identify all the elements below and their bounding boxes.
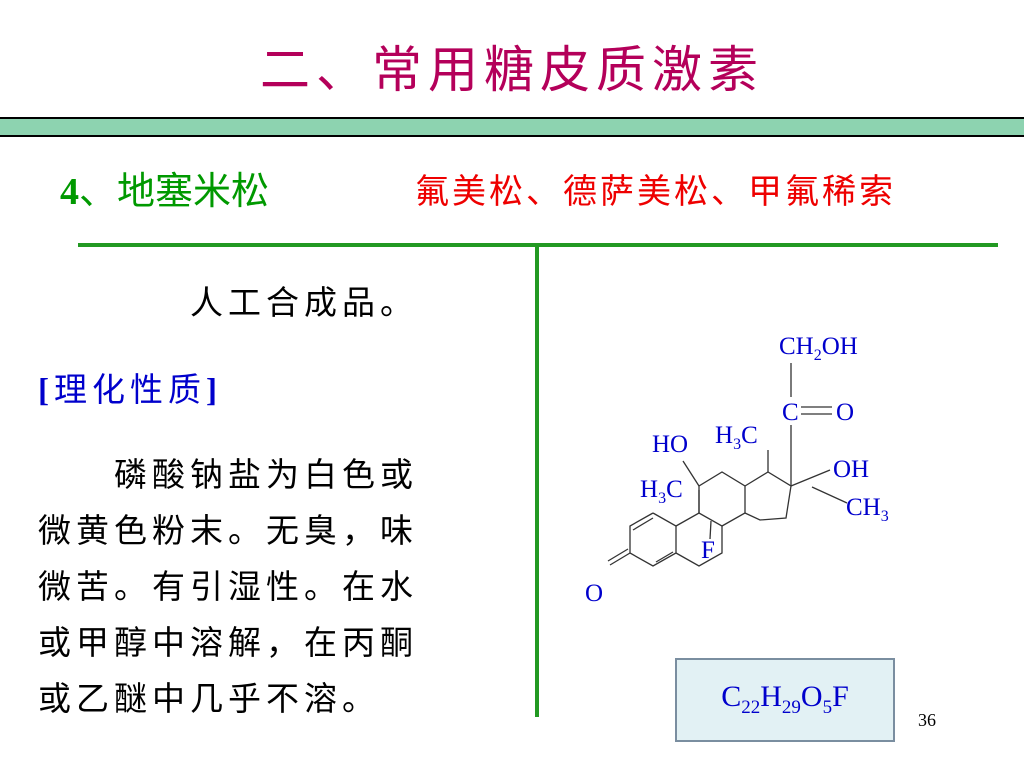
molecular-formula: C22H29O5F xyxy=(721,680,849,718)
ring-a xyxy=(629,512,677,567)
label-ch3: CH3 xyxy=(846,494,889,525)
intro-text: 人工合成品。 xyxy=(190,283,418,322)
title-divider-band xyxy=(0,117,1024,137)
ring-a-double-bond xyxy=(632,517,654,531)
label-h3c-lower: H3C xyxy=(640,476,683,507)
label-f: F xyxy=(701,537,715,564)
section-heading: [理化性质] xyxy=(38,362,222,419)
label-ho: HO xyxy=(652,431,688,458)
horizontal-rule xyxy=(78,243,998,247)
label-h3c-upper: H3C xyxy=(715,422,758,453)
fluoro-bond xyxy=(709,520,712,540)
ketone-bond xyxy=(609,552,631,566)
description-line: 微苦。有引湿性。在水 xyxy=(38,567,418,606)
label-ketone-o: O xyxy=(836,399,854,426)
structure-labels: CH2OH C O HO H3C OH H3C CH3 F O xyxy=(585,333,889,607)
molecular-formula-box: C22H29O5F xyxy=(675,658,895,742)
description-paragraph: 磷酸钠盐为白色或 微黄色粉末。无臭，味 微苦。有引湿性。在水 或甲醇中溶解，在丙… xyxy=(38,447,508,727)
slide-title: 二、常用糖皮质激素 xyxy=(0,30,1024,102)
label-o-ring: O xyxy=(585,580,603,607)
oh-bond-c17 xyxy=(790,469,831,487)
methyl-bond-c16 xyxy=(811,486,848,504)
heading-close-bracket: ] xyxy=(206,373,222,409)
heading-open-bracket: [ xyxy=(38,373,54,409)
description-line: 微黄色粉末。无臭，味 xyxy=(38,511,418,550)
ring-d xyxy=(744,471,792,521)
label-carbonyl-c: C xyxy=(782,399,799,426)
ring-b xyxy=(675,512,723,567)
label-ch2oh: CH2OH xyxy=(779,333,858,364)
heading-text: 理化性质 xyxy=(54,370,206,409)
ketone-bond xyxy=(607,548,629,562)
vertical-rule xyxy=(535,247,539,717)
chemical-structure: CH2OH C O HO H3C OH H3C CH3 F O xyxy=(585,333,889,607)
page-number: 36 xyxy=(918,710,936,730)
description-line: 或甲醇中溶解，在丙酮 xyxy=(38,623,418,662)
ring-c xyxy=(698,471,746,527)
slide-title-text: 二、常用糖皮质激素 xyxy=(260,41,764,99)
structure-bonds xyxy=(607,363,848,567)
drug-subtitle: 4、地塞米松 xyxy=(60,160,269,215)
hydroxyl-bond-c11 xyxy=(682,460,700,487)
label-oh: OH xyxy=(833,456,869,483)
description-line: 磷酸钠盐为白色或 xyxy=(38,455,418,494)
subtitle-text: 、地塞米松 xyxy=(79,169,270,213)
subtitle-number: 4 xyxy=(60,171,79,213)
alternative-names: 氟美松、德萨美松、甲氟稀索 xyxy=(415,172,896,212)
description-line: 或乙醚中几乎不溶。 xyxy=(38,679,380,718)
ring-a-double-bond xyxy=(655,551,674,563)
